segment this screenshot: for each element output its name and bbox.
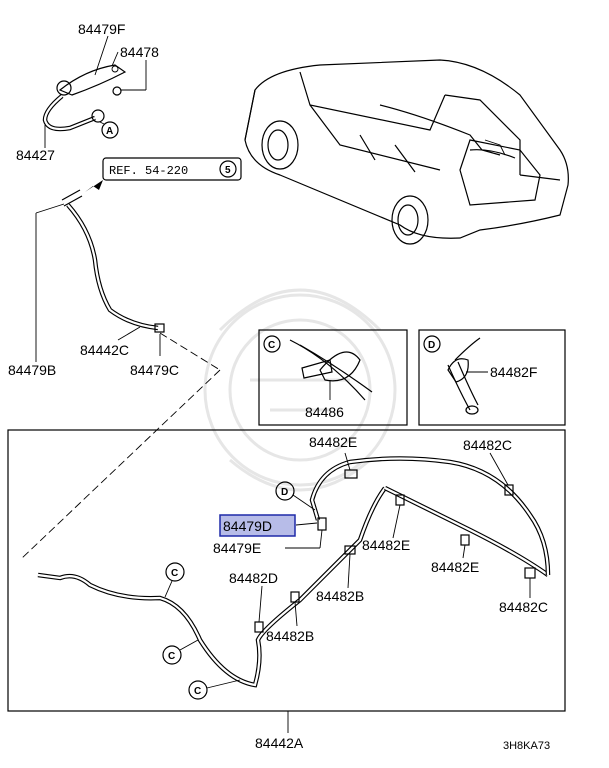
leader-84479D (295, 522, 318, 526)
marker-C-2: C (162, 645, 182, 665)
svg-text:C: C (171, 568, 178, 579)
leader-84482E-right (462, 544, 466, 559)
marker-C-1: C (165, 562, 185, 582)
label-84482F: 84482F (490, 364, 537, 380)
label-84442A: 84442A (255, 735, 304, 751)
ref-text: REF. 54-220 (109, 164, 188, 178)
detail-box-D (418, 329, 566, 426)
leader-84482D (258, 585, 263, 623)
main-detail-frame (7, 429, 566, 712)
leader-A (99, 121, 105, 125)
leader-84482E-mid (392, 504, 401, 539)
detail-box-C (258, 329, 408, 426)
ref-number: 5 (225, 165, 231, 176)
svg-text:C: C (168, 651, 175, 662)
clip-84482F (447, 337, 481, 415)
leader-C-1 (164, 580, 173, 598)
svg-text:D: D (281, 487, 288, 498)
marker-D-detail: D (423, 335, 441, 353)
svg-text:D: D (428, 340, 435, 351)
ref-box: REF. 54-220 5 (102, 157, 242, 181)
nozzle-assembly (42, 64, 127, 132)
vehicle-illustration (244, 59, 569, 245)
label-84482E-mid: 84482E (362, 537, 410, 553)
leader-C-2 (179, 639, 199, 651)
label-84479E: 84479E (213, 540, 261, 556)
ref-arrow-icon (85, 180, 103, 192)
leader-84442C (117, 326, 141, 341)
leader-84479E-b (319, 529, 323, 549)
leader-84482B-mid (347, 553, 351, 589)
leader-84478a (111, 51, 119, 67)
label-84442C: 84442C (80, 342, 129, 358)
leader-84479B-a (35, 203, 65, 214)
label-84427: 84427 (16, 147, 55, 163)
marker-D-main: D (275, 481, 295, 501)
label-84479D: 84479D (223, 518, 272, 534)
label-84482C-top: 84482C (463, 437, 512, 453)
label-84482D: 84482D (229, 570, 278, 586)
label-84479B: 84479B (8, 362, 56, 378)
leader-84482B-low (294, 601, 298, 627)
marker-C-detail: C (263, 335, 281, 353)
label-84482E-right: 84482E (431, 559, 479, 575)
label-84482C-right: 84482C (499, 599, 548, 615)
highlight-84479D (219, 514, 296, 537)
leader-84482E-top (344, 452, 351, 471)
svg-text:A: A (106, 126, 113, 137)
svg-text:C: C (194, 686, 201, 697)
clip-84486 (289, 339, 373, 401)
hose-84442A (37, 456, 551, 688)
marker-C-3: C (188, 680, 208, 700)
svg-text:C: C (268, 340, 275, 351)
leader-84479F (94, 35, 109, 76)
label-84482E-top: 84482E (309, 434, 357, 450)
diagram-code: 3H8KA73 (503, 740, 550, 752)
dashed-link-2 (19, 369, 221, 561)
label-84479C: 84479C (130, 362, 179, 378)
label-84479F: 84479F (78, 21, 125, 37)
label-84478: 84478 (120, 44, 159, 60)
hose-84442C (61, 189, 165, 333)
leader-C-3 (206, 679, 241, 689)
marker-A-top: A (101, 121, 119, 139)
label-84482B-low: 84482B (266, 628, 314, 644)
leader-84482C-top (489, 452, 509, 486)
label-84482B-mid: 84482B (316, 588, 364, 604)
watermark (203, 288, 397, 492)
label-84486: 84486 (305, 404, 344, 420)
leader-D (292, 494, 316, 511)
